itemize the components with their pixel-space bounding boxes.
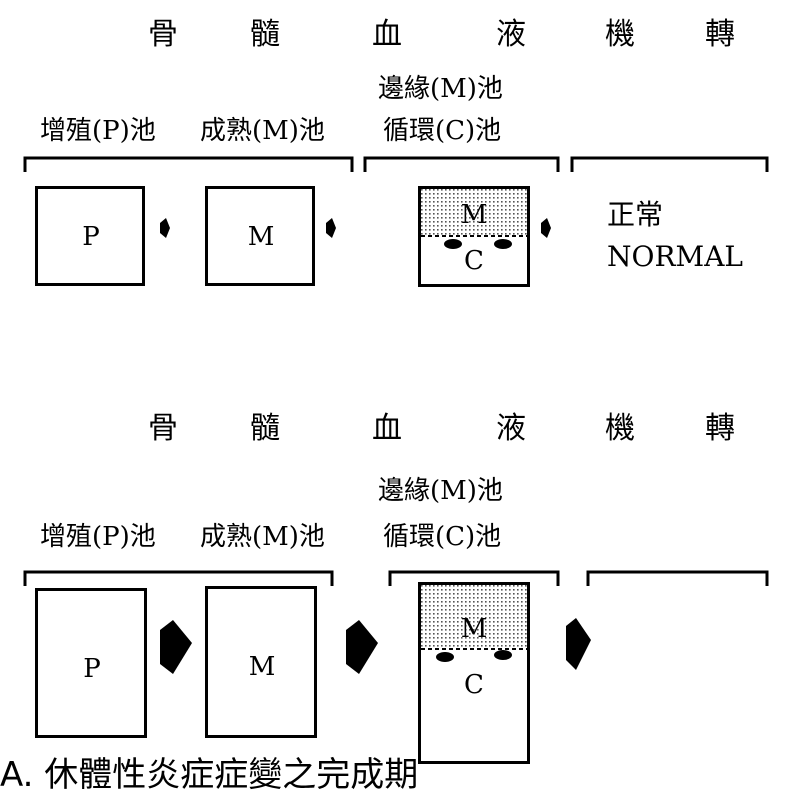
proliferation-pool-box: P xyxy=(35,186,145,286)
arrow-blood-to-tissue xyxy=(566,618,591,670)
header-marrow: 髓 xyxy=(250,411,280,446)
arrow-blood-to-tissue xyxy=(541,218,551,238)
arrow-m-to-blood xyxy=(326,218,336,238)
blood-bracket xyxy=(388,570,560,586)
header-mechanism: 機 xyxy=(605,411,635,446)
header-fluid: 液 xyxy=(496,411,526,446)
blood-bracket xyxy=(363,156,560,172)
header-blood: 血 xyxy=(372,411,402,446)
arrow-p-to-m xyxy=(160,620,192,674)
marginal-pool-label: 邊緣(M)池 xyxy=(378,74,503,104)
figure-caption: A. 休體性炎症症變之完成期 xyxy=(0,755,419,795)
normal-brackets-arrows xyxy=(23,156,769,238)
box-label-blood-c: C xyxy=(464,246,484,276)
marginal-pool-area xyxy=(421,189,527,236)
cell-left xyxy=(436,652,454,662)
marrow-bracket xyxy=(23,570,334,586)
proliferation-pool-box: P xyxy=(35,588,147,738)
header-fluid: 液 xyxy=(496,17,526,52)
circulating-pool-label: 循環(C)池 xyxy=(383,522,502,552)
blood-pool-box: M C xyxy=(418,582,530,764)
box-label-blood-m: M xyxy=(460,614,488,644)
blood-pool-drawing xyxy=(421,585,527,662)
maturation-pool-box: M xyxy=(205,186,315,286)
header-turn: 轉 xyxy=(705,411,735,446)
header-bone: 骨 xyxy=(148,411,178,446)
maturation-pool-label: 成熟(M)池 xyxy=(200,522,325,552)
marginal-pool-area xyxy=(421,585,527,649)
marrow-bracket xyxy=(23,156,354,172)
cell-right xyxy=(494,239,512,249)
maturation-pool-box: M xyxy=(205,586,317,738)
circulating-pool-label: 循環(C)池 xyxy=(383,116,502,146)
mechanism-bracket xyxy=(570,156,769,172)
normal-kinetics-panel: 骨 髓 血 液 機 轉 邊緣(M)池 增殖(P)池 成熟(M)池 循環(C)池 … xyxy=(0,0,792,380)
header-marrow: 髓 xyxy=(250,17,280,52)
normal-status-en: NORMAL xyxy=(607,240,744,273)
header-bone: 骨 xyxy=(148,17,178,52)
disease-kinetics-panel: 骨 髓 血 液 機 轉 邊緣(M)池 增殖(P)池 成熟(M)池 循環(C)池 … xyxy=(0,378,792,764)
box-label-p: P xyxy=(83,654,101,684)
box-label-m: M xyxy=(248,652,276,682)
blood-pool-drawing xyxy=(421,189,527,249)
box-label-blood-m: M xyxy=(460,200,488,230)
box-label-blood-c: C xyxy=(464,670,484,700)
cell-left xyxy=(444,239,462,249)
mechanism-bracket xyxy=(586,570,769,586)
box-label-m: M xyxy=(247,222,275,252)
cell-right xyxy=(494,650,512,660)
header-blood: 血 xyxy=(372,17,402,52)
normal-status-zh: 正常 xyxy=(607,198,664,231)
box-label-p: P xyxy=(82,222,100,252)
blood-pool-box: M C xyxy=(418,186,530,287)
disease-brackets-arrows xyxy=(23,570,769,674)
header-turn: 轉 xyxy=(705,17,735,52)
arrow-m-to-blood xyxy=(346,620,378,674)
proliferation-pool-label: 增殖(P)池 xyxy=(40,116,156,146)
arrow-p-to-m xyxy=(160,218,170,238)
proliferation-pool-label: 增殖(P)池 xyxy=(40,522,156,552)
marginal-pool-label: 邊緣(M)池 xyxy=(378,476,503,506)
header-mechanism: 機 xyxy=(605,17,635,52)
maturation-pool-label: 成熟(M)池 xyxy=(200,116,325,146)
